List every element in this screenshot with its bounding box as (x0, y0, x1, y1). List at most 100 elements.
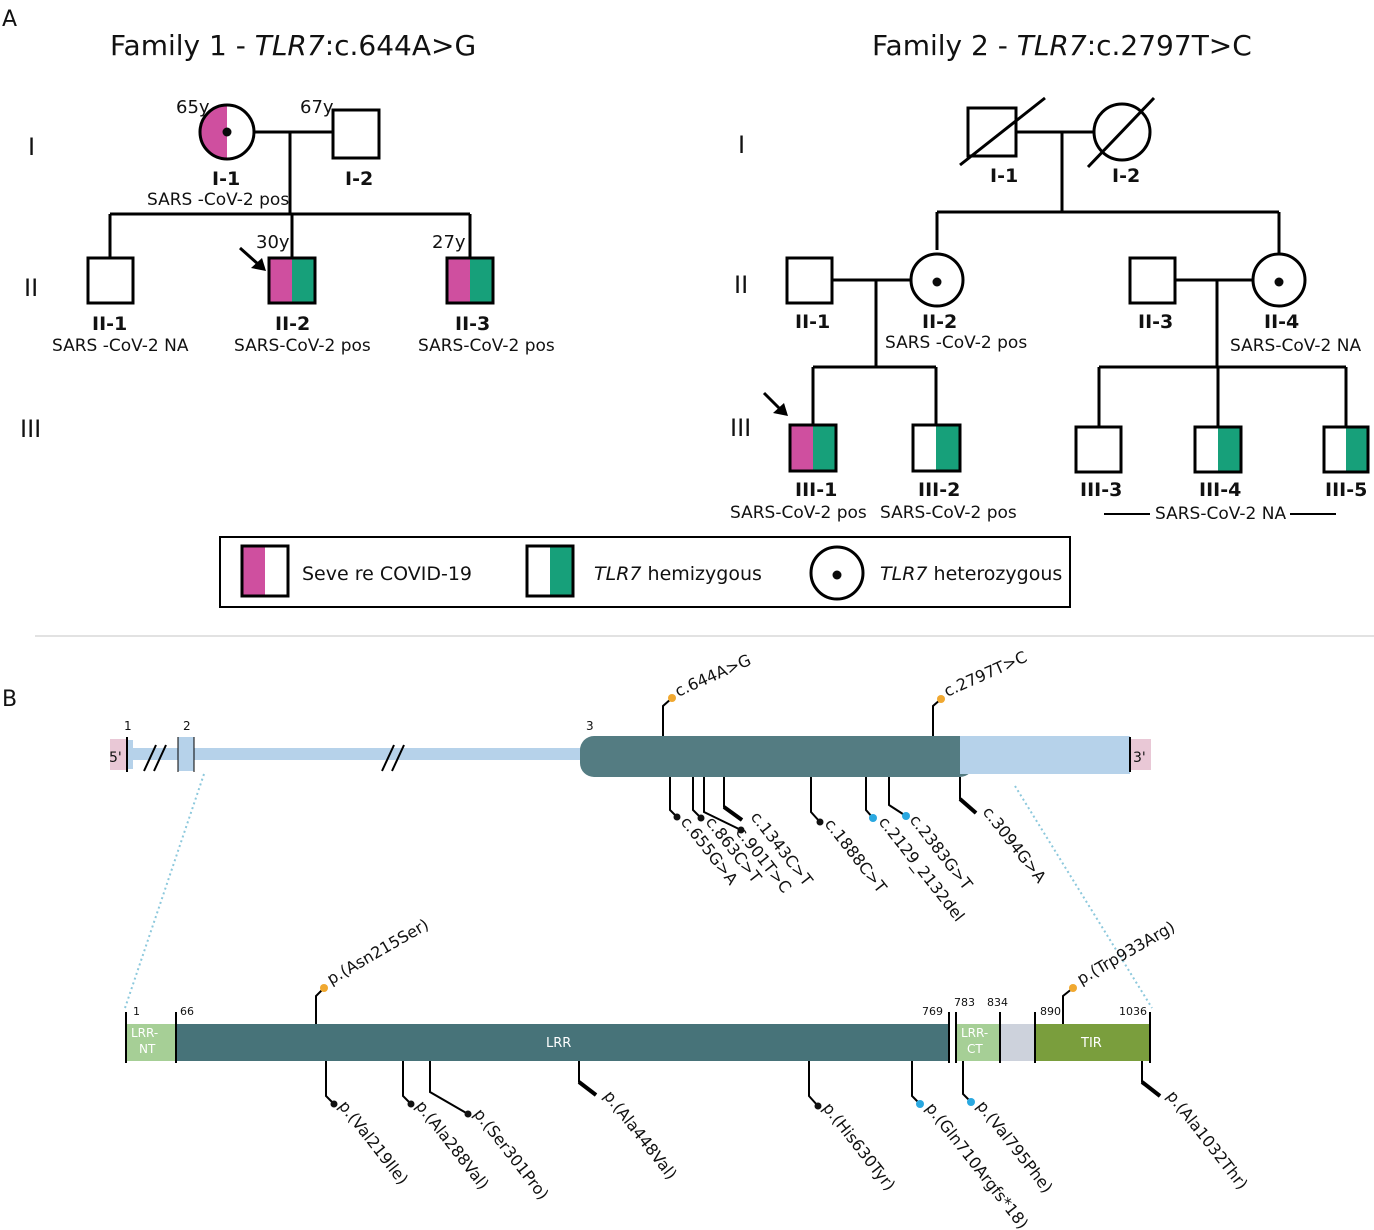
variant-label: p.(Ala1032Thr) (1163, 1087, 1252, 1193)
f1-II-2-status: SARS-CoV-2 pos (234, 336, 371, 356)
f1-individual-II-1 (86, 256, 135, 305)
f2-II-4-status: SARS-CoV-2 NA (1230, 336, 1361, 356)
f2-II-2-status: SARS -CoV-2 pos (885, 333, 1027, 353)
variant-dot-icon (668, 694, 676, 702)
f2-individual-III-2 (911, 423, 962, 473)
f2-III-3-id: III-3 (1080, 479, 1122, 501)
f2-I-2-id: I-2 (1112, 165, 1140, 187)
domain-lrr-ct-1: LRR- (961, 1026, 988, 1040)
proband-arrow-icon (762, 391, 788, 416)
pos-66: 66 (180, 1005, 194, 1018)
gene-variant-above-0: c.644A>G (662, 650, 754, 736)
f2-II-1-id: II-1 (795, 311, 830, 333)
f2-individual-III-1 (788, 423, 838, 473)
pos-1036: 1036 (1119, 1005, 1147, 1018)
family2-pedigree: I-1 I-2 II-1 II-2 SARS -CoV-2 pos II-3 I… (730, 96, 1370, 524)
exon-2-label: 2 (183, 719, 191, 733)
legend-hemizygous-label: TLR7 hemizygous (594, 563, 762, 585)
f2-II-4-id: II-4 (1264, 311, 1299, 333)
f1-gen-III: III (20, 415, 41, 443)
exon-3-label: 3 (586, 719, 594, 733)
f2-individual-III-4 (1193, 425, 1243, 474)
f2-II-2-id: II-2 (922, 311, 957, 333)
family1-pedigree: 65y I-1 SARS -CoV-2 pos 67y I-2 II-1 SAR… (52, 97, 555, 356)
legend-hemizygous-swatch (525, 544, 575, 598)
f1-II-1-id: II-1 (92, 313, 127, 335)
f1-I-1-status: SARS -CoV-2 pos (147, 190, 289, 210)
panel-b-label: B (2, 687, 17, 712)
legend: Seve re COVID-19 TLR7 hemizygous TLR7 he… (219, 536, 1071, 608)
protein-model: LRR- NT LRR LRR- CT TIR 1 66 769 783 834… (125, 996, 1151, 1063)
legend-severe-label: Seve re COVID-19 (302, 563, 472, 585)
variant-label: c.3094G>A (979, 803, 1050, 887)
variant-dot-icon (320, 984, 328, 992)
variant-label: p.(Gln710Argfs*18) (922, 1099, 1032, 1230)
variant-label: p.(Val219Ile) (335, 1097, 412, 1188)
break-mark-icon (381, 744, 405, 772)
f2-III-1-status: SARS-CoV-2 pos (730, 503, 867, 523)
family2-title: Family 2 - TLR7:c.2797T>C (872, 29, 1252, 62)
carrier-dot-icon (222, 127, 232, 137)
variant-label: p.(Ala448Val) (600, 1087, 681, 1183)
f1-II-2-id: II-2 (275, 313, 310, 335)
f2-individual-II-3 (1128, 256, 1177, 305)
domain-lrr-ct-2: CT (967, 1042, 983, 1056)
f2-gen-I: I (738, 131, 745, 159)
break-mark-icon (143, 744, 167, 772)
f2-III-4-id: III-4 (1199, 479, 1241, 501)
variant-dot-icon (937, 695, 945, 703)
carrier-dot-icon (932, 277, 942, 287)
zoom-connector-right (1014, 785, 1153, 1009)
f2-III-2-id: III-2 (918, 479, 960, 501)
pos-890: 890 (1040, 1005, 1061, 1018)
pos-769: 769 (922, 1005, 943, 1018)
carrier-dot-icon (1274, 277, 1284, 287)
gene-variant-above-1: c.2797T>C (932, 647, 1030, 736)
carrier-dot-icon (832, 570, 842, 580)
gene-model: 5' 3' 1 2 3 (109, 719, 1151, 777)
f1-I-2-age: 67y (300, 97, 334, 118)
variant-dot-icon (1069, 984, 1077, 992)
f1-II-2-age: 30y (256, 232, 290, 253)
f1-I-2-id: I-2 (345, 168, 373, 190)
f1-individual-II-3 (445, 256, 495, 305)
protein-variant-above-0: p.(Asn215Ser) (315, 915, 432, 1024)
variant-dot-icon (869, 814, 877, 822)
f2-individual-III-5 (1322, 425, 1370, 474)
f1-II-3-age: 27y (432, 232, 466, 253)
f2-individual-I-1 (966, 106, 1018, 158)
variant-label: p.(Trp933Arg) (1074, 917, 1179, 988)
f1-II-3-status: SARS-CoV-2 pos (418, 336, 555, 356)
f1-individual-II-2 (267, 256, 317, 305)
pos-783: 783 (954, 996, 975, 1009)
f1-II-3-id: II-3 (455, 313, 490, 335)
f2-III-2-status: SARS-CoV-2 pos (880, 503, 1017, 523)
protein-variant-below-3: p.(Ala448Val) (577, 1061, 681, 1183)
variant-label: c.644A>G (672, 650, 754, 700)
domain-lrr: LRR (546, 1036, 571, 1051)
f1-gen-I: I (28, 133, 35, 161)
exon-1-label: 1 (124, 719, 132, 733)
proband-arrow-icon (239, 246, 266, 271)
domain-lrr-nt-2: NT (139, 1042, 156, 1056)
f2-III-group-status: SARS-CoV-2 NA (1155, 504, 1286, 524)
domain-tir: TIR (1080, 1036, 1102, 1051)
variant-dot-icon (967, 1098, 975, 1106)
protein-variant-below-0: p.(Val219Ile) (325, 1061, 412, 1188)
variant-dot-icon (902, 812, 910, 820)
family1-title: Family 1 - TLR7:c.644A>G (110, 29, 476, 62)
f2-II-3-id: II-3 (1138, 311, 1173, 333)
pos-834: 834 (987, 996, 1008, 1009)
f1-I-1-id: I-1 (212, 168, 240, 190)
utr5-label: 5' (109, 750, 122, 766)
f2-gen-II: II (734, 271, 748, 299)
zoom-connector-left (124, 773, 205, 1009)
domain-lrr-nt-1: LRR- (131, 1026, 158, 1040)
variant-label: p.(Asn215Ser) (324, 915, 432, 989)
variant-label: c.2797T>C (941, 647, 1030, 701)
f2-gen-III: III (730, 414, 751, 442)
pos-1: 1 (133, 1005, 140, 1018)
protein-variant-below-4: p.(His630Tyr) (808, 1061, 899, 1194)
variant-dot-icon (916, 1100, 924, 1108)
